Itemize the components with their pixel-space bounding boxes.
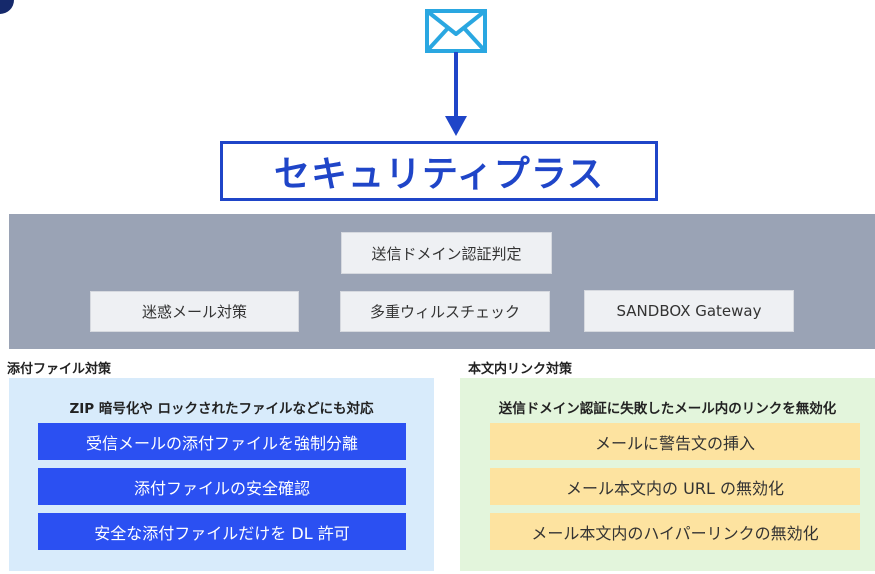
attachment-item-isolate: 受信メールの添付ファイルを強制分離: [38, 423, 406, 460]
corner-decoration: [0, 0, 14, 14]
link-subtitle: 送信ドメイン認証に失敗したメール内のリンクを無効化: [498, 401, 837, 417]
spam-box: 迷惑メール対策: [90, 291, 299, 332]
sandbox-label: SANDBOX Gateway: [616, 302, 762, 320]
domain-auth-box: 送信ドメイン認証判定: [341, 232, 552, 274]
attachment-heading: 添付ファイル対策: [7, 362, 112, 377]
link-item-label: メール本文内の URL の無効化: [566, 478, 784, 498]
title-text: セキュリティプラス: [273, 154, 605, 195]
link-item-url: メール本文内の URL の無効化: [490, 468, 860, 505]
link-heading: 本文内リンク対策: [468, 362, 573, 377]
link-item-hyperlink: メール本文内のハイパーリンクの無効化: [490, 513, 860, 550]
link-item-label: メール本文内のハイパーリンクの無効化: [531, 523, 819, 543]
attachment-item-check: 添付ファイルの安全確認: [38, 468, 406, 505]
attachment-item-download: 安全な添付ファイルだけを DL 許可: [38, 513, 406, 550]
security-plus-title: セキュリティプラス: [220, 141, 658, 201]
sandbox-box: SANDBOX Gateway: [584, 290, 794, 332]
envelope-icon: [424, 8, 488, 54]
link-item-warning: メールに警告文の挿入: [490, 423, 860, 460]
virus-check-box: 多重ウィルスチェック: [340, 291, 550, 332]
attachment-item-label: 受信メールの添付ファイルを強制分離: [85, 433, 358, 453]
attachment-item-label: 安全な添付ファイルだけを DL 許可: [94, 523, 350, 543]
link-item-label: メールに警告文の挿入: [594, 433, 755, 453]
domain-auth-label: 送信ドメイン認証判定: [371, 244, 522, 263]
virus-check-label: 多重ウィルスチェック: [369, 303, 520, 321]
attachment-subtitle: ZIP 暗号化や ロックされたファイルなどにも対応: [69, 401, 374, 417]
down-arrow-icon: [441, 52, 471, 138]
attachment-item-label: 添付ファイルの安全確認: [133, 478, 310, 498]
spam-label: 迷惑メール対策: [141, 303, 247, 321]
